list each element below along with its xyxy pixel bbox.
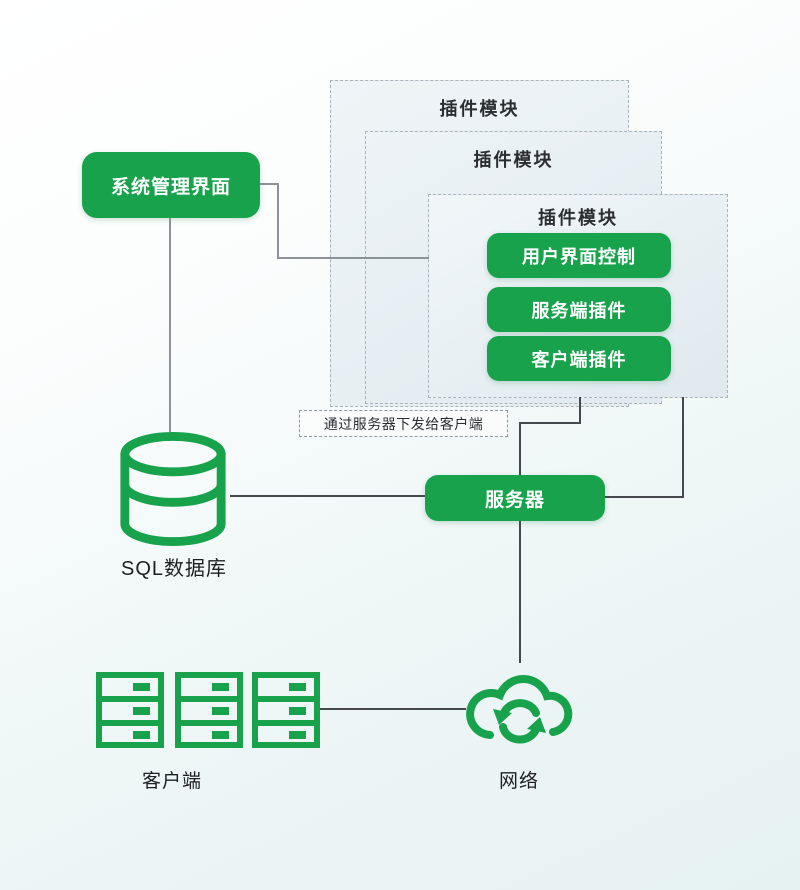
server-rack-icon: [96, 672, 164, 748]
connector-panel-to-server-v1: [579, 397, 581, 424]
panel-title: 插件模块: [439, 99, 520, 119]
connector-panel-to-server-h: [519, 422, 581, 424]
connector-panel-to-server-right-v: [682, 397, 684, 498]
connector-server-to-network: [519, 521, 521, 663]
panel-title: 插件模块: [538, 208, 618, 228]
server-rack-icon: [252, 672, 320, 748]
server-node: 服务器: [425, 475, 605, 521]
database-icon: [120, 432, 226, 546]
panel-title: 插件模块: [473, 150, 554, 170]
plugin-module-panel-front: 插件模块 用户界面控制 服务端插件 客户端插件: [428, 194, 728, 398]
connector-clients-to-network: [320, 708, 466, 710]
connector-admin-to-panel-h2: [277, 257, 429, 259]
connector-admin-to-database: [169, 218, 171, 432]
client-plugin-node: 客户端插件: [487, 336, 671, 381]
connector-database-to-server: [230, 495, 425, 497]
cloud-sync-icon: [466, 675, 573, 744]
server-rack-icon: [175, 672, 243, 748]
database-label: SQL数据库: [120, 558, 228, 580]
network-label: 网络: [498, 771, 539, 792]
connector-panel-to-server-v2: [519, 422, 521, 476]
ui-control-node: 用户界面控制: [487, 233, 671, 278]
server-plugin-node: 服务端插件: [487, 287, 671, 332]
note-label: 通过服务器下发给客户端: [299, 410, 508, 437]
clients-label: 客户端: [141, 771, 202, 792]
system-admin-node: 系统管理界面: [82, 152, 260, 218]
connector-panel-to-server-right-h: [605, 496, 684, 498]
connector-admin-to-panel-h1: [260, 183, 279, 185]
connector-admin-to-panel-v: [277, 183, 279, 259]
